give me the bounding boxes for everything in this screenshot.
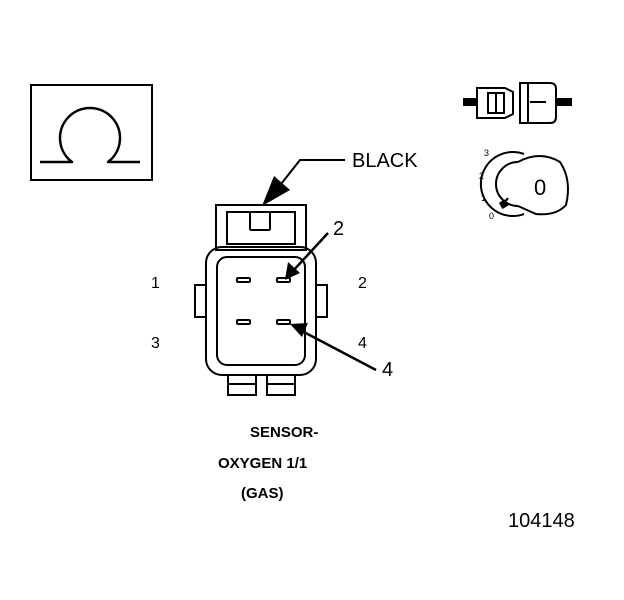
caption-line-3: (GAS) bbox=[241, 485, 284, 502]
caption-line-2: OXYGEN 1/1 bbox=[218, 455, 308, 472]
pin-label-4: 4 bbox=[358, 335, 367, 352]
color-leader-arrow bbox=[262, 159, 345, 206]
terminal-2 bbox=[276, 277, 291, 283]
terminal-4 bbox=[276, 319, 291, 325]
terminal-1 bbox=[236, 277, 251, 283]
connector-body bbox=[194, 204, 328, 396]
terminal-3 bbox=[236, 319, 251, 325]
probe-callout-4: 4 bbox=[382, 359, 394, 381]
dial-scale-1: 1 bbox=[481, 193, 487, 203]
meter-dial-icon bbox=[479, 151, 569, 217]
pin-label-1: 1 bbox=[151, 275, 160, 292]
probe-arrow-2 bbox=[285, 232, 329, 280]
terminal-slots bbox=[236, 277, 291, 325]
dial-scale-0: 0 bbox=[489, 211, 495, 221]
dial-scale-3: 3 bbox=[484, 148, 490, 158]
pin-label-3: 3 bbox=[151, 335, 160, 352]
dial-setting: 0 bbox=[534, 175, 547, 200]
probe-callout-2: 2 bbox=[333, 218, 345, 240]
test-probe-icon bbox=[463, 82, 572, 124]
ohm-symbol-icon bbox=[30, 84, 153, 181]
dial-scale-2: 2 bbox=[479, 171, 485, 181]
caption-line-1: SENSOR- bbox=[250, 424, 319, 441]
figure-number: 104148 bbox=[508, 510, 575, 532]
probe-arrow-4 bbox=[290, 323, 377, 372]
pin-label-2: 2 bbox=[358, 275, 367, 292]
connector-color-label: BLACK bbox=[352, 150, 418, 172]
